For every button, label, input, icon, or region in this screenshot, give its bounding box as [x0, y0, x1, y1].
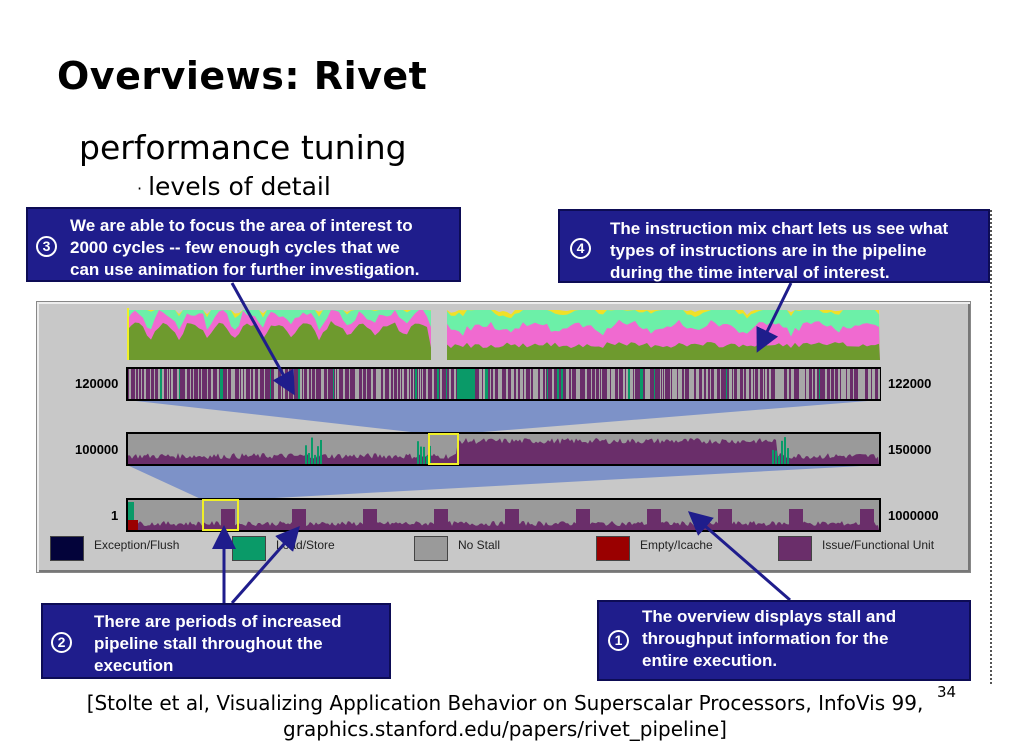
timeline-bottom-blocks: [221, 509, 874, 530]
timeline-middle: [126, 432, 881, 466]
axis-top-right: 122000: [888, 376, 932, 391]
timeline-bottom-start-green: [128, 502, 134, 522]
legend-label-issue: Issue/Functional Unit: [822, 538, 935, 552]
callout-3-text: We are able to focus the area of interes…: [70, 216, 420, 279]
zoom-band-bottom: [127, 465, 880, 500]
callout-1-number: 1: [608, 630, 629, 651]
legend-swatch-empty: [596, 536, 630, 561]
bullet-text: levels of detail: [148, 172, 331, 201]
legend-swatch-issue: [778, 536, 812, 561]
timeline-middle-highlight: [428, 433, 459, 465]
bullet-dot-icon: ·: [137, 178, 143, 198]
arrow-callout-2b: [230, 526, 300, 604]
citation-line-2: graphics.stanford.edu/papers/rivet_pipel…: [283, 717, 727, 741]
callout-4-text: The instruction mix chart lets us see wh…: [610, 219, 949, 282]
arrow-callout-1: [687, 511, 791, 602]
callout-4-number: 4: [570, 238, 591, 259]
axis-bottom-right: 1000000: [888, 508, 939, 523]
page-number: 34: [937, 683, 957, 701]
slide-right-rule: [990, 210, 992, 684]
axis-bottom-left: 1: [111, 508, 119, 523]
mix-gap: [431, 308, 447, 360]
legend-label-empty: Empty/Icache: [640, 538, 713, 552]
timeline-top-loadstore: [457, 369, 475, 399]
citation: [Stolte et al, Visualizing Application B…: [0, 690, 1010, 742]
bullet-item: ·levels of detail: [137, 172, 331, 201]
timeline-bottom-start-red: [128, 520, 138, 530]
slide-title: Overviews: Rivet: [57, 54, 428, 98]
callout-3: 3 We are able to focus the area of inter…: [26, 207, 461, 282]
slide-subtitle: performance tuning: [79, 128, 407, 167]
timeline-bottom: [126, 498, 881, 532]
citation-line-1: [Stolte et al, Visualizing Application B…: [86, 691, 924, 715]
callout-4: 4 The instruction mix chart lets us see …: [558, 209, 990, 283]
zoom-band-top: [127, 400, 880, 434]
axis-top-left: 120000: [75, 376, 119, 391]
timeline-middle-area: [128, 438, 879, 464]
legend-swatch-exception: [50, 536, 84, 561]
timeline-top: [126, 367, 881, 401]
legend-label-nostall: No Stall: [458, 538, 501, 552]
mix-left-marker: [127, 308, 129, 360]
mix-green-area: [127, 321, 880, 360]
arrow-callout-3: [230, 282, 295, 396]
axis-middle-right: 150000: [888, 442, 932, 457]
arrow-callout-4: [756, 282, 793, 353]
timeline-top-stripes: [129, 369, 880, 399]
rivet-visualization: 120000 122000 100000 150000 1 1000000 Ex…: [36, 301, 971, 573]
axis-middle-left: 100000: [75, 442, 119, 457]
legend-swatch-nostall: [414, 536, 448, 561]
callout-2-number: 2: [51, 632, 72, 653]
legend-label-exception: Exception/Flush: [94, 538, 180, 552]
callout-3-number: 3: [36, 236, 57, 257]
